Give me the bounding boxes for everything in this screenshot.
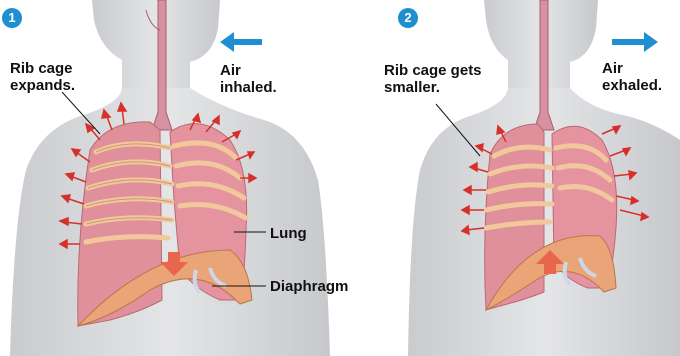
head bbox=[92, 0, 220, 92]
diaphragm-label: Diaphragm bbox=[270, 278, 348, 295]
air-label-line1: Air bbox=[602, 60, 662, 77]
rib-cage-label: Rib cage gets smaller. bbox=[384, 62, 482, 96]
rib-cage-label: Rib cage expands. bbox=[10, 60, 75, 94]
panel-inhalation: 1 Rib cage expands. Air inhaled. Lung Di… bbox=[0, 0, 340, 356]
rib-cage-label-line2: expands. bbox=[10, 77, 75, 94]
air-label: Air exhaled. bbox=[602, 60, 662, 94]
rib-cage-label-line1: Rib cage gets bbox=[384, 62, 482, 79]
step-badge: 2 bbox=[398, 8, 418, 28]
exhalation-illustration bbox=[340, 0, 680, 356]
air-label-line2: exhaled. bbox=[602, 77, 662, 94]
lung-label: Lung bbox=[270, 225, 307, 242]
air-label-line1: Air bbox=[220, 62, 277, 79]
rib-cage-label-line1: Rib cage bbox=[10, 60, 75, 77]
inhalation-illustration bbox=[0, 0, 340, 356]
step-badge: 1 bbox=[2, 8, 22, 28]
air-label: Air inhaled. bbox=[220, 62, 277, 96]
air-label-line2: inhaled. bbox=[220, 79, 277, 96]
panel-exhalation: 2 Rib cage gets smaller. Air exhaled. bbox=[340, 0, 680, 356]
rib-cage-label-line2: smaller. bbox=[384, 79, 482, 96]
